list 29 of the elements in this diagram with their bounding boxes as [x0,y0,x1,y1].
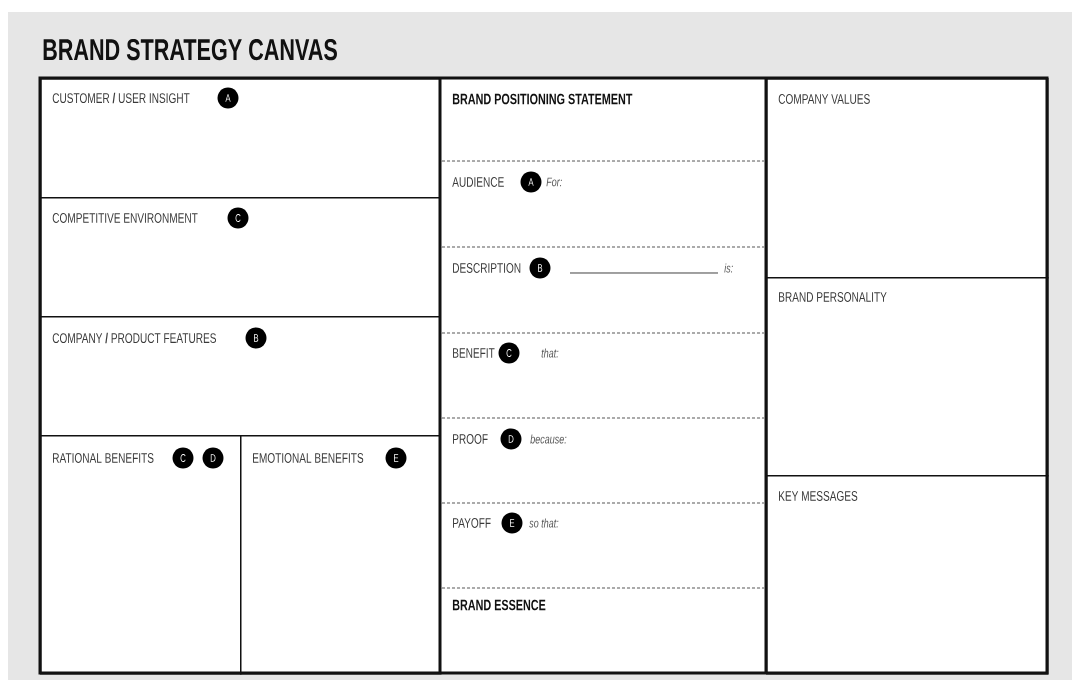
node-label: BENEFIT [453,348,495,358]
section-heading-area: BRAND POSITIONING STATEMENT [440,78,767,162]
canvas-cell: BRAND PERSONALITY [766,277,1049,477]
letter-badge: D [500,428,522,450]
title: BRAND STRATEGY CANVAS [43,39,337,61]
letter-badge: B [529,257,551,279]
letter-badge: C [172,447,194,469]
node-label: DESCRIPTION [453,263,521,273]
letter-badge: D [202,447,224,469]
node-label: PAYOFF [453,518,491,528]
section-heading-area: BRAND ESSENCE [440,588,767,674]
letter-badge: E [385,447,407,469]
letter-badge: A [217,87,239,109]
letter-badge: A [520,171,542,193]
letter-badge: C [498,342,520,364]
node-label: is: [724,263,733,273]
node-label: AUDIENCE [452,177,504,187]
node-label: BRAND POSITIONING STATEMENT [452,93,633,105]
canvas-cell: KEY MESSAGES [766,475,1049,675]
letter-badge: B [245,327,267,349]
node-label: BRAND ESSENCE [452,599,546,611]
node-label: that: [541,348,559,358]
node-label: For: [546,177,562,187]
node-label: PROOF [453,434,488,444]
letter-badge: C [227,207,249,229]
node-label: because: [530,434,567,444]
node-label: so that: [529,518,559,528]
letter-badge: E [501,512,523,534]
canvas-cell: COMPANY VALUES [766,78,1049,279]
